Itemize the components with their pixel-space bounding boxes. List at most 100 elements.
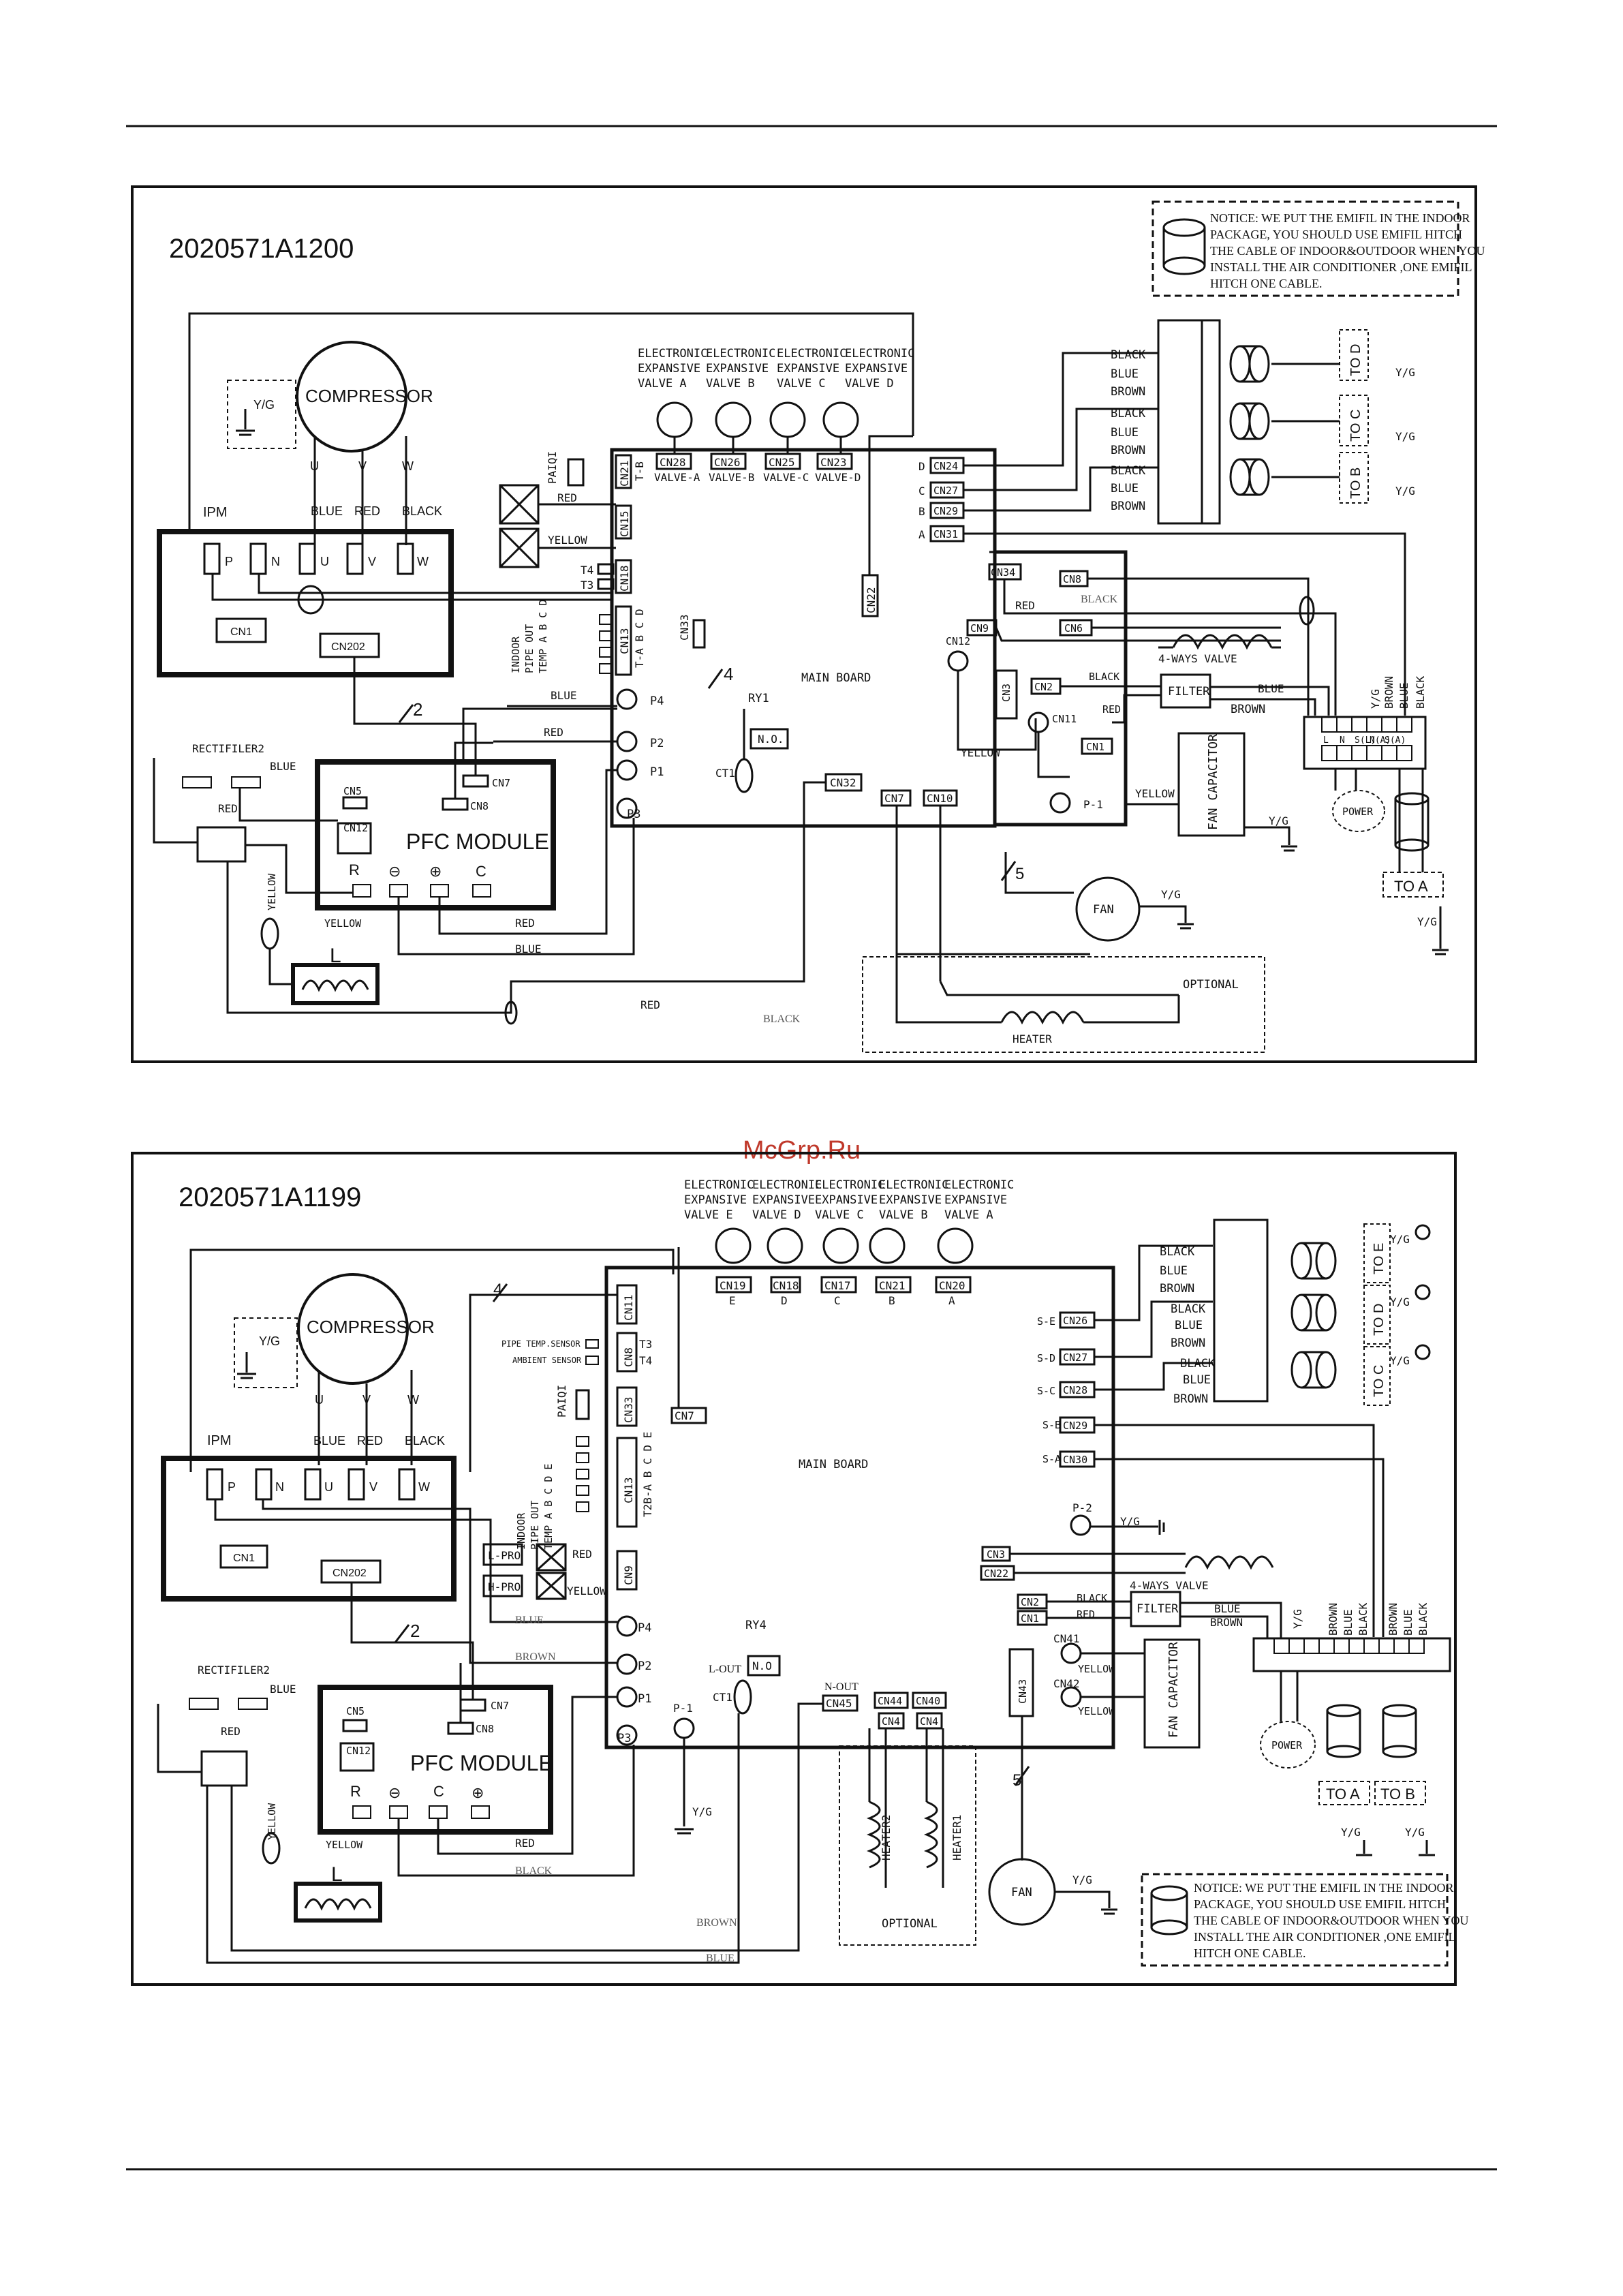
svg-text:CN24: CN24 <box>933 460 958 472</box>
svg-text:CN22: CN22 <box>865 587 878 613</box>
svg-text:CN13: CN13 <box>618 628 631 654</box>
svg-text:BLACK: BLACK <box>1111 407 1146 420</box>
svg-text:HEATER: HEATER <box>1013 1032 1052 1045</box>
notice-text-1: NOTICE: WE PUT THE EMIFIL IN THE INDOOR … <box>1210 211 1485 290</box>
svg-text:Y/G: Y/G <box>253 398 275 412</box>
svg-text:N(A): N(A) <box>1370 735 1391 746</box>
svg-text:BROWN: BROWN <box>1173 1392 1208 1406</box>
svg-text:T-B: T-B <box>633 461 646 481</box>
svg-text:ELECTRONIC: ELECTRONIC <box>638 347 707 361</box>
svg-text:ELECTRONIC: ELECTRONIC <box>845 347 914 361</box>
svg-text:RECTIFILER2: RECTIFILER2 <box>198 1664 270 1677</box>
svg-text:YELLOW: YELLOW <box>324 917 362 930</box>
svg-text:BLUE: BLUE <box>1258 682 1284 695</box>
svg-text:ELECTRONIC: ELECTRONIC <box>879 1178 948 1192</box>
svg-text:RED: RED <box>515 917 535 930</box>
svg-text:V: V <box>369 1480 377 1494</box>
svg-text:S-D: S-D <box>1037 1352 1055 1364</box>
svg-text:CN5: CN5 <box>343 785 362 797</box>
main-board-ports-2: P4 P2 P1 P3 <box>616 1615 651 1746</box>
svg-text:CN2: CN2 <box>1034 681 1053 693</box>
svg-text:PIPE OUT: PIPE OUT <box>523 624 536 673</box>
svg-text:V: V <box>362 1393 371 1407</box>
svg-text:ELECTRONIC: ELECTRONIC <box>944 1178 1014 1192</box>
svg-text:EXPANSIVE: EXPANSIVE <box>777 362 839 376</box>
svg-text:U: U <box>324 1480 333 1494</box>
svg-text:BROWN: BROWN <box>1160 1282 1194 1296</box>
svg-text:RED: RED <box>515 1837 535 1850</box>
svg-text:CN9: CN9 <box>970 622 989 634</box>
svg-text:BLUE: BLUE <box>515 1614 544 1626</box>
svg-text:CN7: CN7 <box>491 1700 509 1712</box>
svg-text:N.O.: N.O. <box>758 733 784 746</box>
svg-text:BLUE: BLUE <box>1160 1264 1188 1278</box>
svg-text:BROWN: BROWN <box>515 1651 556 1663</box>
svg-text:CN28: CN28 <box>1063 1384 1087 1396</box>
main-board-ports: P4 P2 P1 P3 <box>616 688 664 821</box>
svg-text:TO D: TO D <box>1372 1304 1387 1336</box>
svg-text:W: W <box>407 1393 419 1407</box>
svg-text:BLACK: BLACK <box>1357 1602 1370 1636</box>
svg-text:T3: T3 <box>581 579 593 592</box>
svg-text:CN12: CN12 <box>343 822 368 834</box>
svg-text:CN9: CN9 <box>622 1565 635 1585</box>
svg-text:BROWN: BROWN <box>1171 1336 1205 1350</box>
svg-text:2: 2 <box>410 1621 420 1641</box>
svg-text:P1: P1 <box>638 1692 651 1706</box>
svg-text:CN31: CN31 <box>933 528 958 540</box>
main-board-label: MAIN BOARD <box>801 671 871 685</box>
svg-text:CN33: CN33 <box>622 1396 635 1423</box>
svg-text:FILTER: FILTER <box>1168 685 1210 699</box>
emifil-cable-c <box>1229 402 1270 440</box>
svg-text:EXPANSIVE: EXPANSIVE <box>879 1193 942 1207</box>
svg-text:CN8: CN8 <box>1063 573 1081 585</box>
svg-text:P4: P4 <box>638 1621 651 1635</box>
svg-text:C: C <box>433 1783 444 1800</box>
svg-text:BROWN: BROWN <box>1387 1603 1400 1636</box>
svg-text:BROWN: BROWN <box>1327 1603 1340 1636</box>
svg-text:FILTER: FILTER <box>1137 1602 1179 1616</box>
svg-text:P2: P2 <box>638 1659 651 1673</box>
svg-text:BLACK: BLACK <box>1171 1302 1206 1316</box>
optional-heater-box-2 <box>839 1745 976 1946</box>
svg-text:RED: RED <box>640 998 660 1011</box>
svg-text:CN40: CN40 <box>916 1695 940 1707</box>
svg-text:TO A: TO A <box>1394 878 1428 895</box>
svg-text:COMPRESSOR: COMPRESSOR <box>307 1317 435 1337</box>
svg-text:4: 4 <box>724 664 733 684</box>
svg-text:P3: P3 <box>617 1732 631 1745</box>
svg-text:TEMP A B C D: TEMP A B C D <box>537 600 549 673</box>
svg-text:VALVE D: VALVE D <box>752 1208 801 1222</box>
diagram-2-frame <box>131 1152 1457 1986</box>
svg-text:Y/G: Y/G <box>1417 915 1437 928</box>
svg-text:A: A <box>918 528 925 541</box>
svg-text:BLUE: BLUE <box>1342 1609 1355 1636</box>
svg-text:VALVE-A: VALVE-A <box>654 471 700 484</box>
svg-text:L-PRO: L-PRO <box>488 1549 521 1562</box>
svg-text:CN43: CN43 <box>1017 1679 1029 1704</box>
svg-text:CN202: CN202 <box>331 641 365 653</box>
svg-text:CN42: CN42 <box>1053 1677 1080 1690</box>
svg-text:EXPANSIVE: EXPANSIVE <box>684 1193 747 1207</box>
svg-text:BLACK: BLACK <box>1417 1602 1429 1636</box>
compressor-icon-2 <box>297 1273 409 1385</box>
svg-text:Y/G: Y/G <box>1390 1354 1410 1367</box>
svg-text:P-1: P-1 <box>1083 798 1103 811</box>
svg-text:S(L): S(L) <box>1355 735 1376 746</box>
svg-text:PFC MODULE: PFC MODULE <box>410 1751 553 1775</box>
svg-text:CN19: CN19 <box>720 1279 746 1292</box>
svg-text:RED: RED <box>572 1548 592 1561</box>
indoor-terminal-strip-2 <box>1213 1219 1269 1403</box>
svg-text:BLACK: BLACK <box>515 1865 553 1877</box>
filter-box-2 <box>1130 1591 1181 1627</box>
svg-text:CN10: CN10 <box>927 792 953 805</box>
svg-text:VALVE D: VALVE D <box>845 377 894 391</box>
svg-text:CN18: CN18 <box>618 565 631 592</box>
svg-text:YELLOW: YELLOW <box>1078 1663 1115 1675</box>
svg-text:CN32: CN32 <box>830 776 856 789</box>
svg-text:BROWN: BROWN <box>1111 500 1145 513</box>
fan-motor-1 <box>1075 876 1141 942</box>
svg-text:Y/G: Y/G <box>1072 1873 1092 1886</box>
svg-text:BLACK: BLACK <box>1180 1357 1216 1371</box>
svg-text:CN25: CN25 <box>769 456 795 469</box>
